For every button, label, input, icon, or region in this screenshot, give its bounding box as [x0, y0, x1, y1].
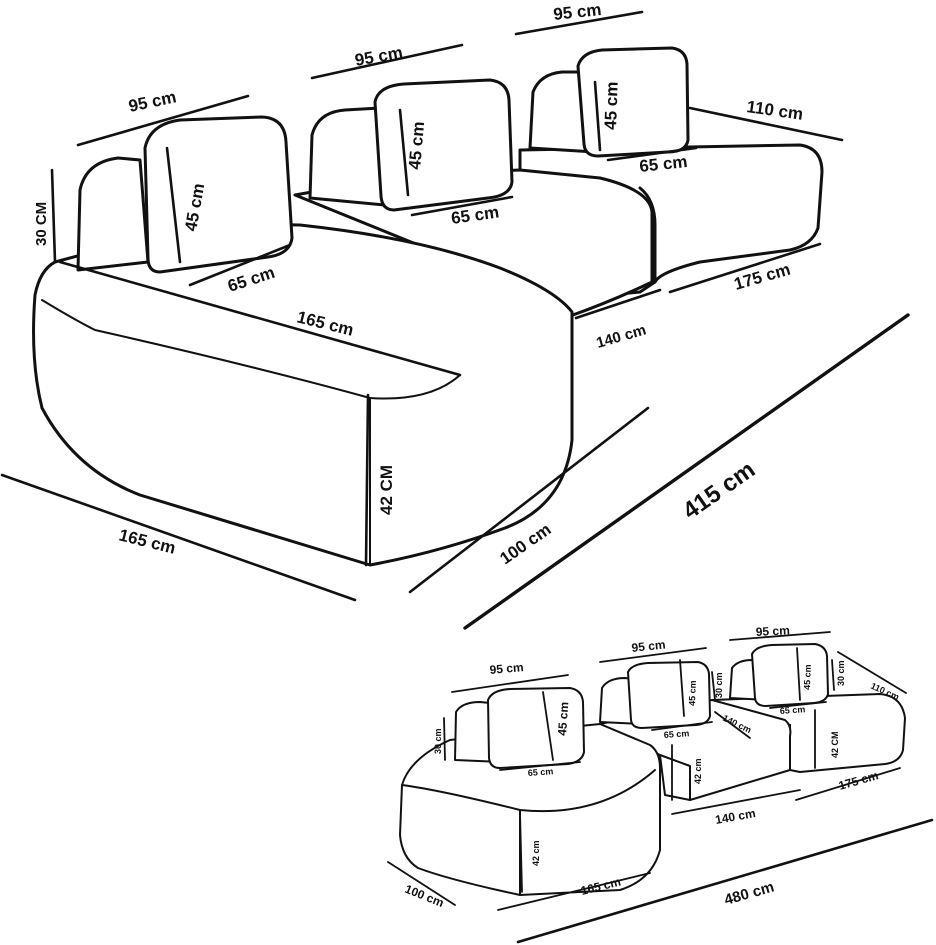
small-label-back-width-1: 95 cm	[489, 660, 524, 677]
label-back-depth-3: 65 cm	[638, 152, 688, 176]
small-label-total-length: 480 cm	[722, 878, 776, 908]
small-label-right-length: 175 cm	[837, 768, 880, 793]
small-label-back-height-2: 45 cm	[687, 680, 698, 706]
back-cushion-mid-rear	[308, 106, 387, 207]
label-back-width-3: 95 cm	[552, 0, 602, 24]
chaise-module-body	[32, 223, 574, 567]
back-cushion-right-front	[576, 46, 690, 158]
small-label-back-width-3: 95 cm	[755, 623, 790, 639]
small-label-seat-height-2: 42 cm	[693, 758, 703, 784]
small-label-back-height-1: 45 cm	[555, 701, 571, 736]
label-total-length: 415 cm	[678, 456, 760, 525]
label-back-width-1: 95 cm	[127, 87, 178, 116]
small-back-left-front	[487, 687, 585, 769]
label-middle-length: 140 cm	[594, 321, 648, 351]
chaise-top-edge	[41, 299, 461, 400]
small-label-back-depth-1: 65 cm	[527, 766, 553, 778]
label-seat-height: 42 CM	[377, 465, 396, 515]
dimension-lines-small	[387, 631, 934, 944]
label-front-length: 165 cm	[117, 525, 178, 557]
label-cushion-height: 30 CM	[33, 202, 50, 246]
back-cushion-left-rear	[76, 156, 150, 272]
dimension-lines-large	[0, 10, 910, 630]
small-label-back-width-2: 95 cm	[631, 638, 666, 655]
small-label-back-depth-3: 65 cm	[779, 704, 805, 716]
label-back-height-3: 45 cm	[601, 81, 622, 130]
back-cushion-left-front	[143, 115, 294, 274]
back-cushion-mid-front	[373, 78, 514, 212]
small-label-cushion-height-3: 30 cm	[836, 660, 846, 686]
small-back-right-front	[751, 643, 829, 707]
small-label-seat-height-3: 42 CM	[830, 731, 840, 758]
small-label-back-depth-2: 65 cm	[663, 728, 689, 740]
label-right-depth: 110 cm	[745, 97, 804, 124]
small-label-cushion-height-2: 30 cm	[714, 672, 724, 698]
small-middle-module-front	[659, 754, 691, 801]
small-back-mid-front	[627, 661, 711, 729]
small-label-mid-length: 140 cm	[714, 806, 757, 827]
label-right-length: 175 cm	[732, 260, 793, 294]
small-label-back-height-3: 45 cm	[802, 664, 813, 690]
label-back-width-2: 95 cm	[353, 43, 404, 70]
small-label-cushion-height-1: 30 cm	[433, 728, 443, 754]
sofa-drawing-small	[399, 643, 906, 896]
sofa-drawing-large	[32, 46, 824, 567]
label-back-height-2: 45 cm	[405, 121, 428, 171]
small-label-seat-height-1: 42 cm	[531, 840, 541, 866]
